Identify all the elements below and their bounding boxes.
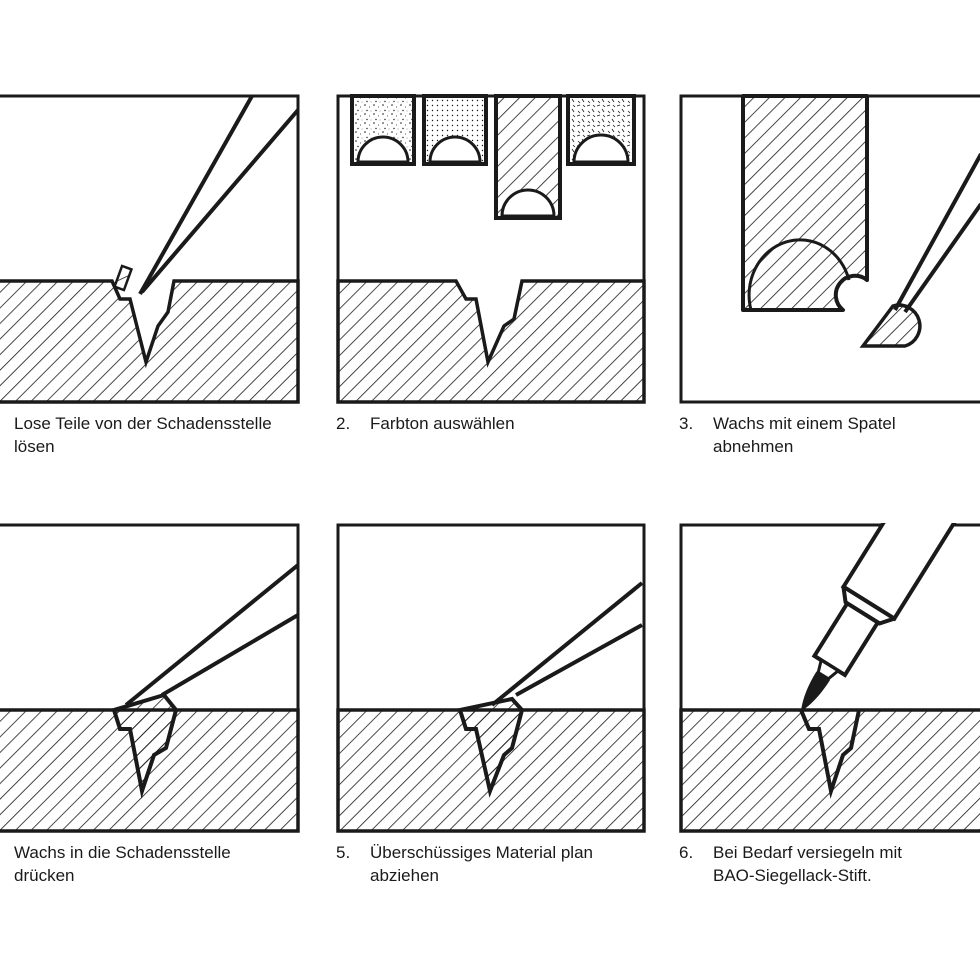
step-text: abnehmen (713, 437, 794, 456)
step-6-illustration (679, 523, 980, 833)
step-6: 6. Bei Bedarf versiegeln mit BAO-Siegell… (679, 523, 980, 903)
step-4-illustration (0, 523, 300, 833)
spatula-icon (124, 563, 300, 707)
wax-fill (111, 692, 179, 799)
step-text: BAO-Siegellack-Stift. (713, 866, 872, 885)
hatched-surface (0, 279, 300, 404)
step-4-caption: 4. Wachs in die Schadensstelle drücken (0, 841, 300, 887)
wax-stick-selected (494, 94, 562, 220)
step-2-illustration (336, 94, 646, 404)
hatched-surface (336, 279, 646, 404)
step-text: Lose Teile von der Schadensstelle (14, 414, 272, 433)
step-4: 4. Wachs in die Schadensstelle drücken (0, 523, 300, 903)
step-5-caption: 5. Überschüssiges Material plan abziehen (336, 841, 656, 887)
wax-stick-4 (566, 94, 636, 166)
step-text: Überschüssiges Material plan (370, 843, 593, 862)
step-number: 2. (336, 414, 351, 433)
step-number: 4. (0, 841, 14, 887)
wax-fill (457, 696, 525, 798)
step-2-caption: 2. Farbton auswählen (336, 412, 656, 435)
spatula-icon (859, 153, 980, 348)
step-5: 5. Überschüssiges Material plan abziehen (336, 523, 656, 903)
hatched-surface (679, 708, 980, 833)
step-number: 3. (679, 414, 694, 433)
step-3: 3. Wachs mit einem Spatel abnehmen (679, 94, 980, 474)
step-text: Wachs mit einem Spatel (713, 414, 896, 433)
wax-block (741, 94, 869, 312)
step-3-caption: 3. Wachs mit einem Spatel abnehmen (679, 412, 980, 458)
step-1-illustration (0, 94, 300, 404)
tweezers-icon (138, 95, 300, 295)
step-5-illustration (336, 523, 646, 833)
wax-stick-2 (422, 94, 488, 166)
step-text: lösen (14, 437, 55, 456)
step-text: Farbton auswählen (370, 414, 515, 433)
step-text: abziehen (370, 866, 440, 885)
loose-chip (112, 264, 134, 292)
step-1-caption: 1. Lose Teile von der Schadensstelle lös… (0, 412, 300, 458)
step-number: 6. (679, 843, 694, 862)
marker-pen-icon (801, 523, 977, 712)
spatula-icon (490, 581, 644, 707)
step-text: Bei Bedarf versiegeln mit (713, 843, 902, 862)
sealed-crack (799, 709, 861, 799)
step-1: 1. Lose Teile von der Schadensstelle lös… (0, 94, 300, 474)
step-number: 5. (336, 843, 351, 862)
step-text: drücken (14, 866, 75, 885)
step-6-caption: 6. Bei Bedarf versiegeln mit BAO-Siegell… (679, 841, 980, 887)
wax-stick-1 (350, 94, 416, 166)
step-number: 1. (0, 412, 14, 458)
step-2: 2. Farbton auswählen (336, 94, 656, 474)
step-text: Wachs in die Schadensstelle (14, 843, 231, 862)
step-3-illustration (679, 94, 980, 404)
